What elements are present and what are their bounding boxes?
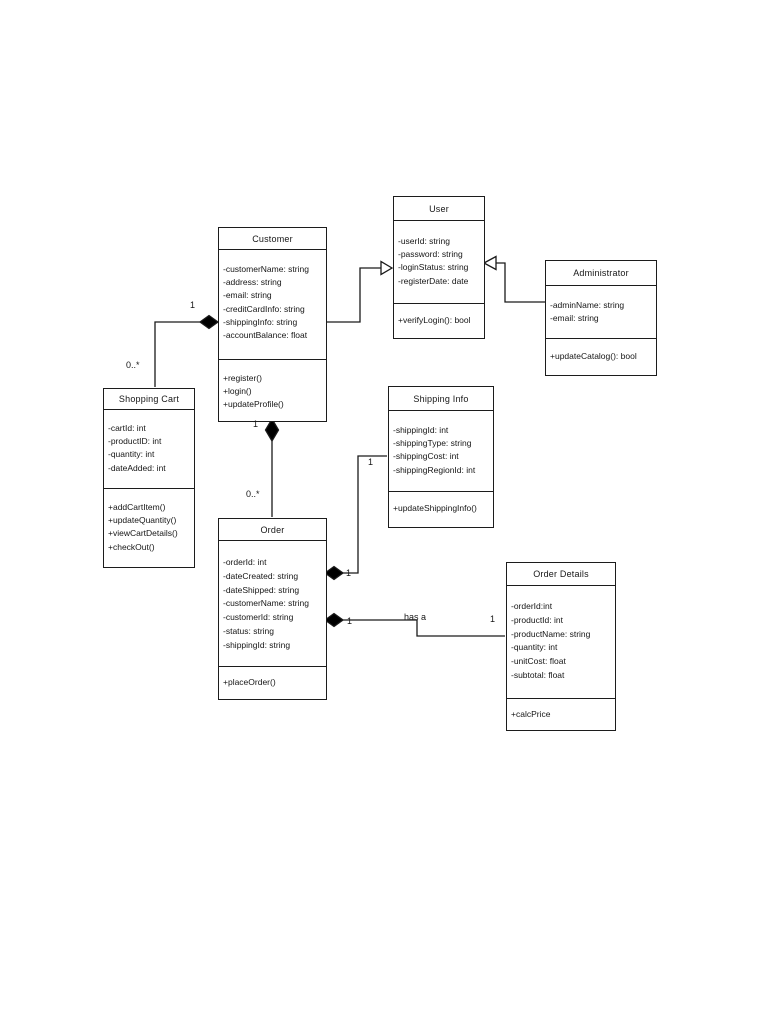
member-line: -address: string — [223, 277, 282, 288]
class-title-customer: Customer — [219, 228, 326, 250]
member-line: -userId: string — [398, 236, 450, 246]
member-line: -quantity: int — [511, 642, 558, 653]
multiplicity-order-details-1: 1 — [347, 616, 353, 626]
class-box-shopping-cart: Shopping Cart -cartId: int -productID: in… — [103, 388, 195, 568]
multiplicity-cart-many: 0..* — [126, 360, 140, 370]
member-line: +viewCartDetails() — [108, 528, 178, 539]
member-line: -dateCreated: string — [223, 570, 299, 581]
member-line: -shippingId: int — [393, 425, 449, 435]
multiplicity-order-shipping-1: 1 — [346, 568, 352, 578]
class-box-customer: Customer -customerName: string -address: … — [218, 227, 327, 422]
member-line: -dateAdded: int — [108, 462, 166, 473]
member-line: -shippingId: string — [223, 639, 291, 650]
order-attributes-compartment: -orderId: int -dateCreated: string -dateSh… — [219, 541, 326, 667]
shopping-cart-methods-compartment: +addCartItem() +updateQuantity() +viewCart… — [104, 489, 194, 567]
order-methods-compartment: +placeOrder() — [219, 667, 326, 699]
member-line: -email: string — [223, 290, 272, 301]
member-line: +updateProfile() — [223, 399, 284, 410]
class-title-user: User — [394, 197, 484, 221]
member-line: -shippingCost: int — [393, 451, 459, 462]
edge-order-shippinginfo-composition — [343, 455, 387, 574]
member-line: -loginStatus: string — [398, 262, 469, 273]
member-line: -unitCost: float — [511, 656, 566, 667]
member-line: +calcPrice — [511, 709, 551, 719]
member-line: -password: string — [398, 249, 463, 260]
member-line: +register() — [223, 373, 262, 383]
class-title-shipping-info: Shipping Info — [389, 387, 493, 411]
member-line: -productId: int — [511, 614, 563, 625]
member-line: +updateCatalog(): bool — [550, 351, 637, 361]
multiplicity-customer-order-1: 1 — [253, 419, 259, 429]
class-box-order-details: Order Details -orderId:int -productId: in… — [506, 562, 616, 731]
member-line: -customerName: string — [223, 598, 309, 609]
member-line: -registerDate: date — [398, 275, 469, 286]
member-line: -customerId: string — [223, 612, 294, 623]
composition-diamond-order-shipping — [323, 565, 345, 581]
administrator-attributes-compartment: -adminName: string -email: string — [546, 286, 656, 339]
class-box-user: User -userId: string -password: string -lo… — [393, 196, 485, 339]
member-line: +updateShippingInfo() — [393, 503, 477, 513]
class-title-order-details: Order Details — [507, 563, 615, 586]
order-details-methods-compartment: +calcPrice — [507, 699, 615, 730]
member-line: -creditCardInfo: string — [223, 303, 305, 314]
multiplicity-customer-cart-1: 1 — [190, 300, 196, 310]
member-line: -adminName: string — [550, 300, 625, 310]
member-line: -productID: int — [108, 436, 162, 447]
administrator-methods-compartment: +updateCatalog(): bool — [546, 339, 656, 375]
member-line: +placeOrder() — [223, 677, 276, 687]
multiplicity-order-many: 0..* — [246, 489, 260, 499]
composition-diamond-order-details — [323, 612, 345, 628]
member-line: -shippingInfo: string — [223, 316, 298, 327]
edge-administrator-user-generalization — [496, 262, 545, 303]
member-line: -accountBalance: float — [223, 330, 308, 341]
customer-methods-compartment: +register() +login() +updateProfile() — [219, 360, 326, 421]
composition-diamond-customer-left — [198, 314, 220, 330]
member-line: -shippingType: string — [393, 438, 472, 449]
member-line: -orderId:int — [511, 601, 553, 611]
member-line: -email: string — [550, 313, 599, 324]
user-attributes-compartment: -userId: string -password: string -loginSt… — [394, 221, 484, 304]
member-line: -productName: string — [511, 628, 591, 639]
user-methods-compartment: +verifyLogin(): bool — [394, 304, 484, 338]
member-line: -subtotal: float — [511, 669, 565, 680]
member-line: +updateQuantity() — [108, 515, 177, 526]
member-line: -status: string — [223, 625, 275, 636]
customer-attributes-compartment: -customerName: string -address: string -em… — [219, 250, 326, 360]
class-title-administrator: Administrator — [546, 261, 656, 286]
edge-order-orderdetails-composition — [343, 619, 505, 637]
member-line: +checkOut() — [108, 541, 155, 552]
shipping-info-attributes-compartment: -shippingId: int -shippingType: string -sh… — [389, 411, 493, 492]
edge-customer-shoppingcart-composition — [154, 321, 200, 387]
member-line: -orderId: int — [223, 557, 267, 567]
member-line: -cartId: int — [108, 423, 146, 433]
order-details-attributes-compartment: -orderId:int -productId: int -productName:… — [507, 586, 615, 699]
class-box-order: Order -orderId: int-dateCreated: string-… — [218, 518, 327, 700]
class-box-administrator: Administrator -adminName: string -email: … — [545, 260, 657, 376]
composition-diamond-customer-bottom — [264, 417, 280, 443]
edge-customer-user-generalization — [325, 267, 381, 323]
member-line: +verifyLogin(): bool — [398, 315, 471, 325]
generalization-triangle-user-right — [482, 255, 497, 271]
relationship-name-has-a: has a — [404, 612, 427, 622]
multiplicity-shipping-1: 1 — [368, 457, 374, 467]
class-title-order: Order — [219, 519, 326, 541]
member-line: -quantity: int — [108, 449, 155, 460]
multiplicity-details-1: 1 — [490, 614, 496, 624]
member-line: -shippingRegionId: int — [393, 464, 476, 475]
shopping-cart-attributes-compartment: -cartId: int -productID: int -quantity: in… — [104, 410, 194, 489]
shipping-info-methods-compartment: +updateShippingInfo() — [389, 492, 493, 527]
class-box-shipping-info: Shipping Info -shippingId: int -shippingT… — [388, 386, 494, 528]
member-line: -dateShipped: string — [223, 584, 300, 595]
class-title-shopping-cart: Shopping Cart — [104, 389, 194, 410]
member-line: +login() — [223, 386, 252, 397]
generalization-triangle-user-left — [380, 260, 394, 276]
member-line: -customerName: string — [223, 264, 309, 274]
member-line: +addCartItem() — [108, 502, 166, 512]
